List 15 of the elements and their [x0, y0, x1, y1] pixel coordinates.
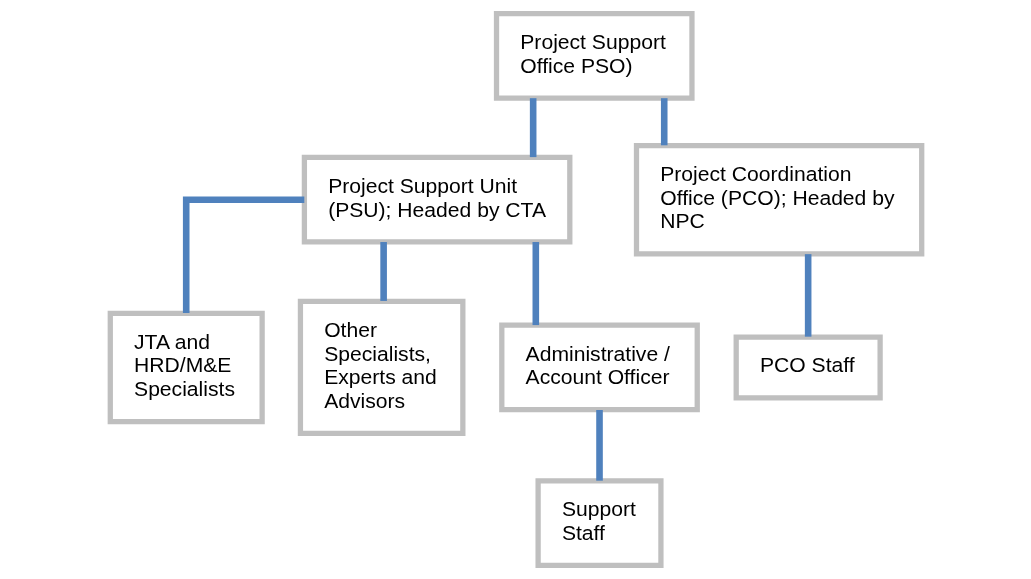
node-box: Administrative / Account Officer [498, 322, 700, 413]
node-box: PCO Staff [733, 334, 883, 401]
connector [379, 242, 387, 301]
node-box: Project Support Office PSO) [493, 10, 695, 101]
connector [595, 410, 603, 481]
connector [660, 98, 667, 146]
node-box: JTA and HRD/M&E Specialists [107, 310, 265, 425]
connector [529, 98, 536, 158]
connector [182, 196, 304, 313]
node-box: Project Coordination Office (PCO); Headed by NPC [633, 142, 924, 257]
connector [804, 254, 811, 337]
connector [532, 242, 539, 326]
node-box: Other Specialists, Experts and Advisors [297, 298, 465, 437]
node-box: Support Staff [535, 478, 664, 569]
node-box: Project Support Unit (PSU); Headed by CTA [301, 154, 572, 245]
